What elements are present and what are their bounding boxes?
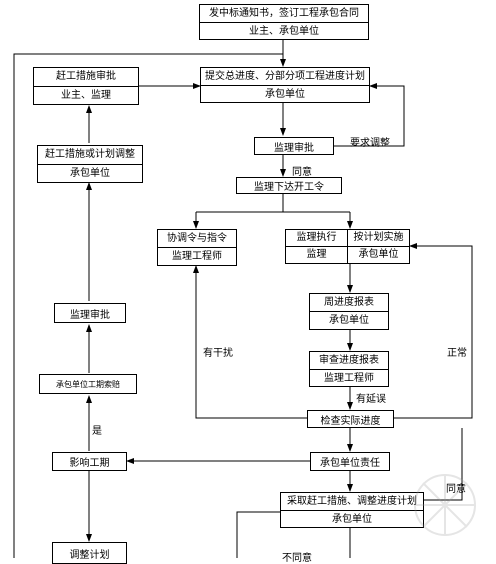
review-report-party: 监理工程师 bbox=[310, 369, 388, 387]
rush-adjust-title: 赶工措施或计划调整 bbox=[45, 149, 135, 160]
take-measures-title: 采取赶工措施、调整进度计划 bbox=[287, 495, 417, 507]
rush-approve-party: 业主、监理 bbox=[34, 86, 138, 105]
delayed-label: 有延误 bbox=[356, 394, 386, 405]
affect-schedule-node: 影响工期 bbox=[52, 452, 127, 471]
review-report-title: 审查进度报表 bbox=[319, 354, 379, 366]
check-progress-title: 检查实际进度 bbox=[320, 415, 381, 427]
supervise-approve-title: 监理审批 bbox=[70, 309, 110, 321]
agree-label: 同意 bbox=[292, 167, 312, 178]
start-order-title: 监理下达开工令 bbox=[254, 182, 324, 193]
execute-node: 监理执行 监理 按计划实施 承包单位 bbox=[285, 229, 410, 264]
supervise-review-node: 监理审批 bbox=[254, 137, 334, 155]
contract-node: 发中标通知书，签订工程承包合同 业主、承包单位 bbox=[199, 4, 369, 40]
execute-plan-title: 按计划实施 bbox=[353, 232, 404, 244]
yes-label: 是 bbox=[92, 426, 102, 437]
rush-approve-title: 赶工措施审批 bbox=[56, 71, 116, 82]
weekly-report-title: 周进度报表 bbox=[324, 296, 374, 308]
contractor-delay-node: 承包单位工期索赔 bbox=[39, 374, 137, 394]
supervise-review-title: 监理审批 bbox=[274, 142, 314, 154]
execute-plan-party: 承包单位 bbox=[348, 246, 409, 263]
contractor-delay-title: 承包单位工期索赔 bbox=[56, 379, 120, 389]
rush-adjust-node: 赶工措施或计划调整 承包单位 bbox=[37, 145, 143, 183]
submit-plan-party: 承包单位 bbox=[201, 85, 369, 103]
check-progress-node: 检查实际进度 bbox=[307, 410, 394, 428]
coordinate-node: 协调令与指令 监理工程师 bbox=[157, 229, 237, 266]
agree2-label: 同意 bbox=[446, 484, 466, 495]
contractor-resp-node: 承包单位责任 bbox=[310, 452, 390, 471]
supervise-approve-node: 监理审批 bbox=[54, 303, 126, 323]
weekly-report-node: 周进度报表 承包单位 bbox=[309, 293, 389, 330]
rush-approve-node: 赶工措施审批 业主、监理 bbox=[33, 67, 139, 105]
adjust-plan-node: 调整计划 bbox=[52, 542, 127, 564]
contract-title: 发中标通知书，签订工程承包合同 bbox=[209, 7, 359, 19]
coordinate-title: 协调令与指令 bbox=[167, 232, 227, 244]
take-measures-node: 采取赶工措施、调整进度计划 承包单位 bbox=[280, 492, 424, 528]
rush-adjust-party: 承包单位 bbox=[38, 164, 142, 183]
execute-supervise-title: 监理执行 bbox=[296, 232, 337, 244]
require-adjust-label: 要求调整 bbox=[350, 138, 390, 149]
disagree-label: 不同意 bbox=[282, 553, 312, 564]
contractor-resp-title: 承包单位责任 bbox=[320, 458, 380, 469]
weekly-report-party: 承包单位 bbox=[310, 311, 388, 330]
execute-supervise-party: 监理 bbox=[286, 246, 347, 263]
submit-plan-node: 提交总进度、分部分项工程进度计划 承包单位 bbox=[200, 67, 370, 103]
interfere-label: 有干扰 bbox=[203, 348, 233, 359]
take-measures-party: 承包单位 bbox=[281, 510, 423, 528]
adjust-plan-title: 调整计划 bbox=[69, 549, 110, 561]
affect-schedule-title: 影响工期 bbox=[69, 458, 110, 469]
watermark-logo-icon bbox=[414, 474, 476, 536]
start-order-node: 监理下达开工令 bbox=[236, 177, 342, 194]
normal-label: 正常 bbox=[447, 348, 467, 359]
review-report-node: 审查进度报表 监理工程师 bbox=[309, 351, 389, 387]
contract-party: 业主、承包单位 bbox=[200, 22, 368, 40]
coordinate-party: 监理工程师 bbox=[158, 247, 236, 266]
submit-plan-title: 提交总进度、分部分项工程进度计划 bbox=[205, 70, 365, 82]
